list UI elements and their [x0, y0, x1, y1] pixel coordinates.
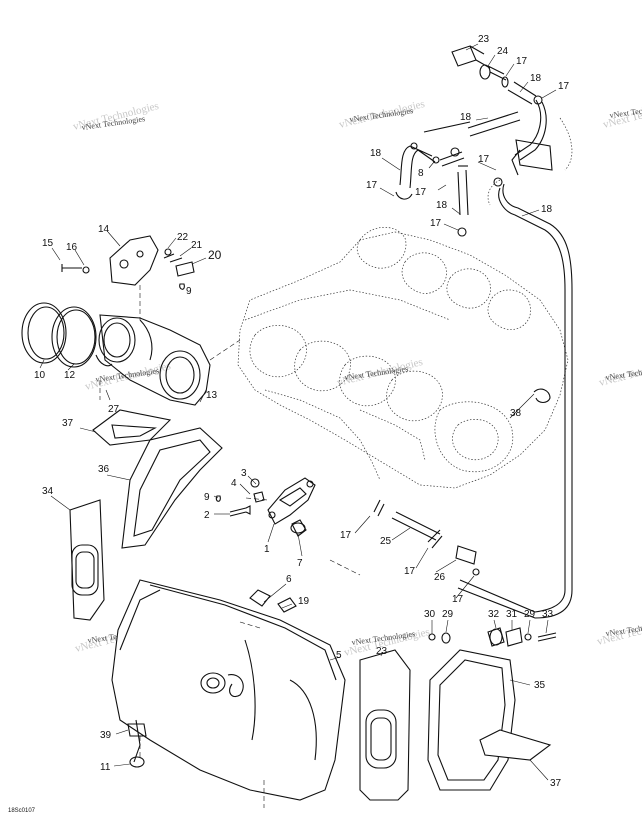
right-hardware	[373, 388, 557, 647]
callout-1: 1	[264, 544, 270, 555]
callout-35: 35	[534, 680, 546, 691]
callout-17: 17	[478, 154, 490, 165]
callout-20: 20	[208, 248, 222, 262]
callout-3: 3	[241, 468, 247, 479]
callout-29: 29	[524, 609, 536, 620]
callout-27: 27	[108, 404, 120, 415]
callout-32: 32	[488, 609, 500, 620]
callout-31: 31	[506, 609, 518, 620]
callout-4: 4	[231, 478, 237, 489]
callout-23: 23	[376, 646, 388, 657]
drawing-code: 18Sc0107	[8, 808, 36, 814]
callout-23: 23	[478, 34, 490, 45]
callout-34: 34	[42, 486, 54, 497]
callout-17: 17	[415, 187, 427, 198]
callout-17: 17	[366, 180, 378, 191]
callout-24: 24	[497, 46, 509, 57]
callout-15: 15	[42, 238, 54, 249]
callout-5: 5	[336, 650, 342, 661]
callout-29: 29	[442, 609, 454, 620]
leader-lines	[39, 43, 557, 781]
callout-14: 14	[98, 224, 110, 235]
airbox-assembly	[111, 559, 552, 808]
callout-37: 37	[62, 418, 74, 429]
callout-7: 7	[297, 558, 303, 569]
callout-9: 9	[204, 492, 210, 503]
callout-18: 18	[436, 200, 448, 211]
callout-13: 13	[206, 390, 218, 401]
callout-30: 30	[424, 609, 436, 620]
callout-8: 8	[418, 168, 424, 179]
callout-17: 17	[558, 81, 570, 92]
callout-2: 2	[204, 510, 210, 521]
vent-line-assembly	[395, 45, 573, 619]
callout-37: 37	[550, 778, 562, 789]
callout-22: 22	[177, 232, 189, 243]
callout-21: 21	[191, 240, 203, 251]
callout-17: 17	[516, 56, 528, 67]
callout-18: 18	[541, 204, 553, 215]
callout-17: 17	[430, 218, 442, 229]
callout-9: 9	[186, 286, 192, 297]
callout-36: 36	[98, 464, 110, 475]
callout-12: 12	[64, 370, 76, 381]
watermark-layer: vNext Technologies vNext Technologies vN…	[72, 98, 642, 659]
callout-19: 19	[298, 596, 310, 607]
callout-38: 38	[510, 408, 522, 419]
callout-26: 26	[434, 572, 446, 583]
callout-6: 6	[286, 574, 292, 585]
callout-39: 39	[100, 730, 112, 741]
throttle-body-assembly	[21, 235, 241, 406]
center-bracket-parts	[215, 477, 316, 537]
callout-10: 10	[34, 370, 46, 381]
callout-18: 18	[370, 148, 382, 159]
callout-25: 25	[380, 536, 392, 547]
callout-16: 16	[66, 242, 78, 253]
callout-33: 33	[542, 609, 554, 620]
callout-numbers: 23 24 17 18 17 18 18 8 17 17 17 18 17 18…	[34, 34, 570, 789]
engine-outline	[237, 227, 569, 489]
callout-18: 18	[460, 112, 472, 123]
callout-17: 17	[404, 566, 416, 577]
callout-17: 17	[452, 594, 464, 605]
callout-11: 11	[100, 762, 111, 773]
intake-seals	[69, 409, 223, 621]
callout-18: 18	[530, 73, 542, 84]
callout-17: 17	[340, 530, 352, 541]
